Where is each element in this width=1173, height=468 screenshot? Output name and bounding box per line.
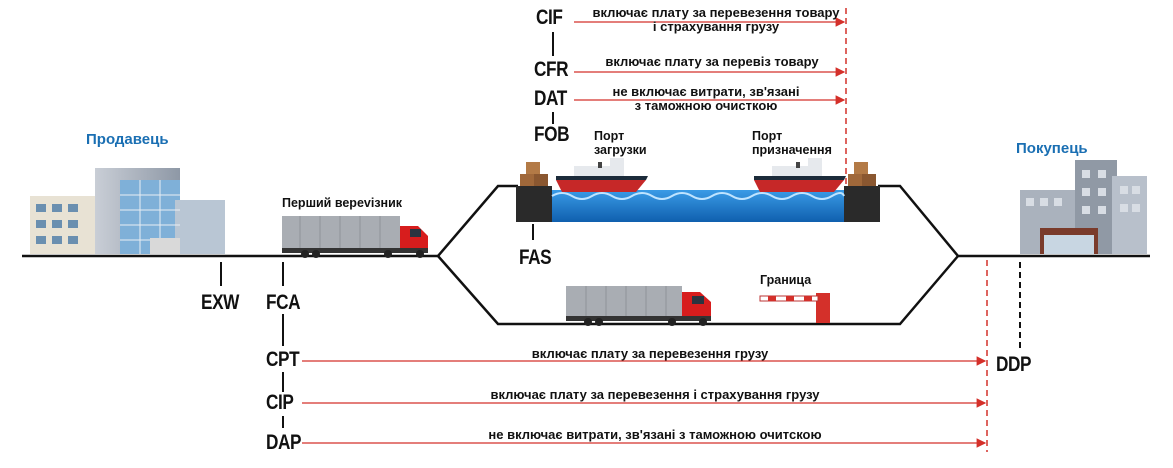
term-fob: FOB — [534, 123, 570, 146]
truck-icon — [282, 216, 428, 258]
ship-icon — [754, 158, 846, 192]
term-cfr: CFR — [534, 58, 569, 81]
sea-route — [437, 184, 518, 257]
term-dap: DAP — [266, 431, 302, 454]
land-route — [437, 255, 959, 326]
dap-description: не включає витрати, зв'язані з таможною … — [488, 427, 822, 442]
truck-icon — [566, 286, 711, 326]
term-dat: DAT — [534, 87, 567, 110]
term-cip: CIP — [266, 391, 294, 414]
sea-icon — [516, 186, 880, 222]
first-carrier-label: Перший верevізник — [282, 196, 403, 210]
term-fas: FAS — [519, 246, 552, 269]
port-destination-label: Порт призначення — [752, 129, 832, 157]
buyer-label: Покупець — [1016, 140, 1088, 157]
border-label: Граница — [760, 273, 812, 287]
dat-description: не включає витрати, зв'язані з таможною … — [612, 84, 800, 113]
cip-description: включає плату за перевезення і страхуван… — [490, 387, 820, 402]
cpt-description: включає плату за перевезення грузу — [531, 346, 769, 361]
sea-route — [878, 184, 959, 257]
term-exw: EXW — [201, 291, 240, 314]
seller-label: Продавець — [86, 131, 169, 148]
port-loading-label: Порт загрузки — [594, 129, 647, 157]
cargo-crates-icon — [848, 162, 876, 186]
term-cif: CIF — [536, 6, 563, 29]
border-barrier-icon — [759, 293, 830, 323]
cfr-description: включає плату за перевіз товару — [605, 54, 819, 69]
seller-building-icon — [30, 168, 225, 254]
term-cpt: CPT — [266, 348, 300, 371]
cargo-crates-icon — [520, 162, 548, 186]
cif-description: включає плату за перевезення товару і ст… — [592, 5, 840, 34]
term-ddp: DDP — [996, 353, 1032, 376]
buyer-building-icon — [1020, 160, 1147, 254]
term-fca: FCA — [266, 291, 301, 314]
ship-icon — [556, 158, 648, 192]
